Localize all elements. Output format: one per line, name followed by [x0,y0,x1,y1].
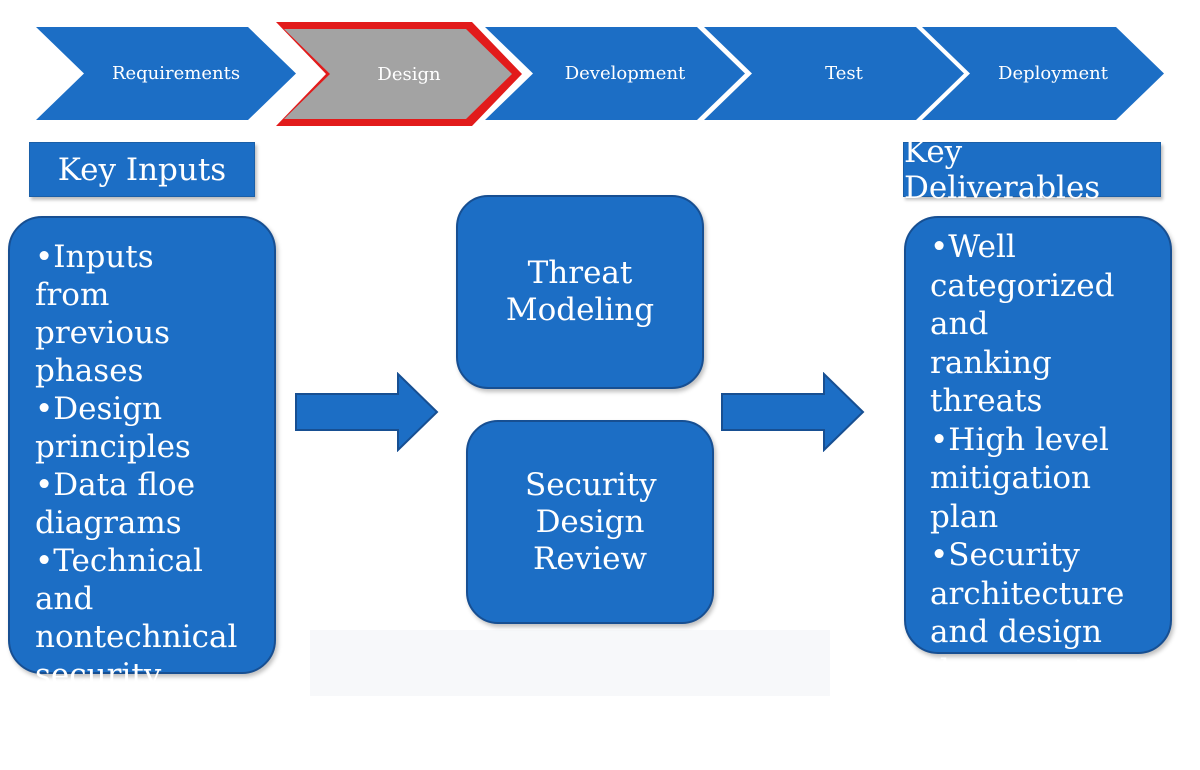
key-inputs-title: Key Inputs [57,151,227,188]
threat-modeling-box: Threat Modeling [456,195,704,389]
phase-deployment-label: Deployment [998,63,1108,84]
right-arrow-icon [295,372,439,452]
phase-development-label: Development [564,63,686,84]
deliverable-item: •Security architecture and design docume… [930,537,1125,689]
phase-design-label: Design [377,63,441,85]
key-deliverables-box: •Well categorized and ranking threats •H… [904,216,1172,689]
key-deliverables-header: Key Deliverables [903,134,1161,206]
security-design-review-label: Security Design Review [525,466,657,577]
phase-test-label: Test [825,63,863,84]
key-inputs-header: Key Inputs [29,142,255,197]
input-item: •Data floe diagrams [35,467,196,541]
input-item: •Technical and nontechnical security con… [35,543,248,769]
phase-requirements[interactable]: Requirements [36,27,296,120]
input-item: •Inputs from previous phases [35,239,170,389]
security-design-review-box: Security Design Review [466,420,714,624]
phase-development[interactable]: Development [485,27,745,120]
background-shade [310,630,830,696]
deliverable-item: •Well categorized and ranking threats [930,229,1115,419]
key-deliverables-title: Key Deliverables [904,133,1101,206]
phase-design[interactable]: Design [284,29,512,119]
phase-requirements-label: Requirements [111,63,241,84]
input-item: •Design principles [35,391,191,465]
key-inputs-box: •Inputs from previous phases •Design pri… [8,216,276,769]
threat-modeling-label: Threat Modeling [505,255,655,328]
phase-deployment[interactable]: Deployment [922,27,1164,120]
right-arrow-icon [721,372,865,452]
deliverable-item: •High level mitigation plan [930,421,1109,535]
